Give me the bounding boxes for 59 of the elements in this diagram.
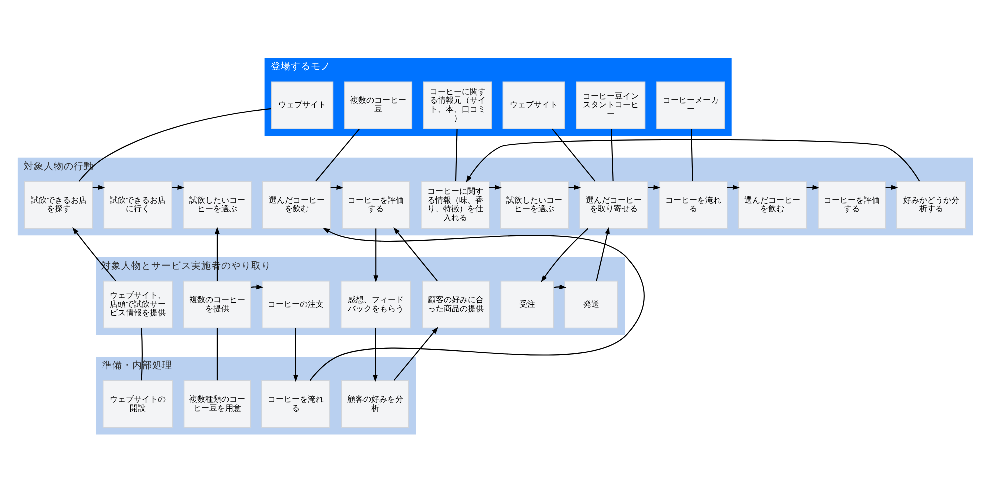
node-box: コーヒーを淹れる <box>262 380 330 428</box>
node-box: 受注 <box>500 280 554 328</box>
arrow <box>886 184 898 190</box>
arrow <box>806 184 820 190</box>
connector <box>216 328 218 380</box>
arrow <box>394 227 438 281</box>
node-box: コーヒーに関する情報（味、香り、特徴）を仕入れる <box>421 180 490 229</box>
node-box: コーヒーを淹れる <box>659 180 728 229</box>
node-box: コーヒー豆インスタントコーヒー <box>576 81 646 130</box>
connector <box>691 128 694 181</box>
node-box: 顧客の好みを分析 <box>341 380 410 428</box>
arrow <box>394 326 438 380</box>
node-box: コーヒーに関する情報元（サイト、本、口コミ） <box>423 81 492 130</box>
node-box: 感想、フィードバックをもらう <box>340 280 412 328</box>
connector <box>552 128 596 182</box>
node-box: 顧客の好みに合った商品の提供 <box>422 280 490 328</box>
node-box: 好みかどうか分析する <box>896 180 966 229</box>
node-box: 選んだコーヒーを飲む <box>262 180 332 229</box>
arrow <box>330 184 344 190</box>
arrow <box>568 184 582 190</box>
arrow <box>374 228 379 282</box>
arrow <box>92 184 106 190</box>
arrow <box>554 284 567 290</box>
connector <box>316 128 360 182</box>
arrow <box>466 138 920 182</box>
arrow <box>310 228 645 381</box>
arrow <box>172 184 185 190</box>
node-box: 試飲したいコーヒーを選ぶ <box>183 180 252 229</box>
arrow <box>727 184 740 190</box>
node-box: ウェブサイト、店頭で試飲サービス情報を提供 <box>103 280 173 328</box>
node-box: ウェブサイト <box>502 81 566 130</box>
node-box: コーヒーを評価する <box>818 180 886 229</box>
arrow <box>596 226 610 281</box>
node-box: 試飲したいコーヒーを選ぶ <box>500 180 570 229</box>
node-box: ウェブサイト <box>271 81 334 130</box>
arrow <box>294 328 298 382</box>
node-box: 試飲できるお店に行く <box>104 180 173 229</box>
arrow <box>72 226 116 281</box>
connector <box>141 328 143 380</box>
node-box: 選んだコーヒーを取り寄せる <box>580 180 648 229</box>
node-box: 選んだコーヒーを飲む <box>738 180 808 229</box>
arrow <box>251 284 264 290</box>
node-box: 発送 <box>564 280 618 328</box>
node-box: 複数のコーヒー豆 <box>344 81 413 130</box>
node-box: コーヒーを評価する <box>342 180 410 229</box>
connector <box>78 108 272 182</box>
arrow <box>541 228 589 282</box>
connector <box>611 128 614 181</box>
node-box: コーヒーの注文 <box>262 280 330 328</box>
connector <box>455 128 458 181</box>
arrow <box>648 184 661 190</box>
arrow <box>489 184 502 190</box>
arrow <box>373 328 378 382</box>
arrow <box>215 226 220 281</box>
node-box: ウェブサイトの開設 <box>102 380 174 428</box>
node-box: 複数種類のコーヒー豆を用意 <box>184 380 252 428</box>
node-box: 複数のコーヒーを提供 <box>183 280 252 328</box>
node-box: コーヒーメーカー <box>656 81 726 130</box>
node-box: 試飲できるお店を探す <box>24 180 94 229</box>
